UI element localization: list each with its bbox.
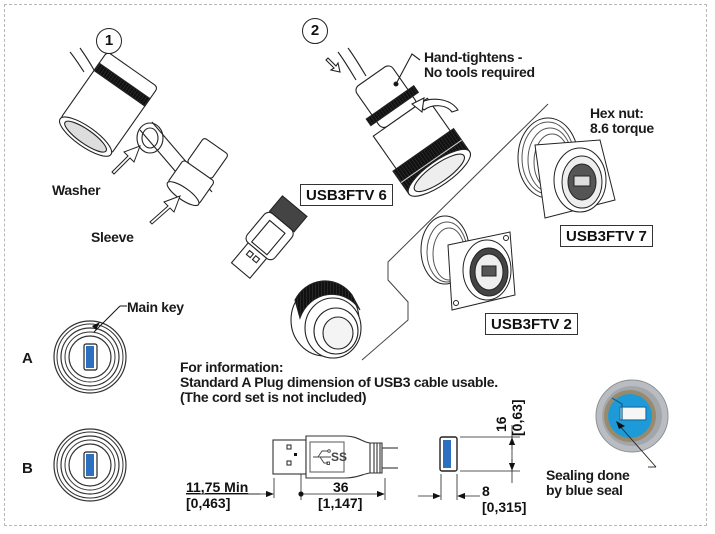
- blue-seal-photo: [595, 379, 669, 468]
- plug-assembly-exploded: [58, 47, 308, 280]
- info-line2: Standard A Plug dimension of USB3 cable …: [180, 374, 498, 390]
- sleeve-label: Sleeve: [91, 229, 134, 245]
- dim-min-length-mm: 11,75 Min: [186, 479, 249, 495]
- step-1-badge: 1: [96, 28, 122, 54]
- view-b-label: B: [22, 460, 33, 477]
- front-view-b: [53, 428, 127, 502]
- model-label-usb3ftv2: USB3FTV 2: [485, 313, 578, 335]
- usb-receptacle-end-view: [418, 425, 520, 500]
- hex-nut-line2: 8.6 torque: [590, 120, 654, 136]
- model-label-usb3ftv7: USB3FTV 7: [560, 225, 653, 247]
- dim-width-in: [0,315]: [482, 499, 527, 515]
- hand-tightens-line1: Hand-tightens -: [424, 49, 523, 65]
- separator-line: [361, 103, 549, 361]
- receptacle-jam-nut: [517, 117, 616, 219]
- usb-port-blue: [86, 346, 94, 368]
- info-text: For information: Standard A Plug dimensi…: [180, 360, 498, 405]
- usb-plug-side-view: [272, 435, 398, 479]
- knurl-ring: [93, 62, 151, 107]
- hand-tightens-label: Hand-tightens - No tools required: [424, 50, 535, 80]
- plug-dimension-lines: [186, 474, 386, 500]
- receptacle-square-flange: [420, 215, 516, 311]
- usb-plug: [230, 195, 308, 280]
- sleeve-part: [166, 138, 228, 207]
- sealing-line1: Sealing done: [546, 467, 630, 483]
- sealing-line2: by blue seal: [546, 482, 623, 498]
- usb-trident-icon: [313, 449, 331, 465]
- step-2-badge: 2: [302, 18, 328, 44]
- usb-ss-logo-text: SS: [331, 450, 348, 464]
- coupling-nut: [290, 280, 362, 359]
- model-label-usb3ftv6: USB3FTV 6: [300, 184, 393, 206]
- drawing-frame: [4, 4, 707, 526]
- hex-nut-label: Hex nut: 8.6 torque: [590, 106, 654, 136]
- dim-width-mm: 8: [482, 483, 490, 499]
- info-line3: (The cord set is not included): [180, 389, 367, 405]
- view-a-label: A: [22, 350, 33, 367]
- sealing-label: Sealing done by blue seal: [546, 468, 630, 498]
- main-key-label: Main key: [127, 299, 184, 315]
- info-line1: For information:: [180, 359, 284, 375]
- dim-plug-length-mm: 36: [333, 479, 349, 495]
- dim-min-length-in: [0,463]: [186, 495, 231, 511]
- dim-plug-length-in: [1,147]: [318, 495, 363, 511]
- dim-height-mm: 16: [493, 416, 509, 432]
- front-view-a: [53, 305, 127, 394]
- hex-nut-line1: Hex nut:: [590, 105, 644, 121]
- washer-label: Washer: [52, 182, 101, 198]
- hand-tightens-line2: No tools required: [424, 64, 535, 80]
- dim-height-in: [0,63]: [509, 399, 525, 436]
- plug-assembled: [325, 47, 471, 197]
